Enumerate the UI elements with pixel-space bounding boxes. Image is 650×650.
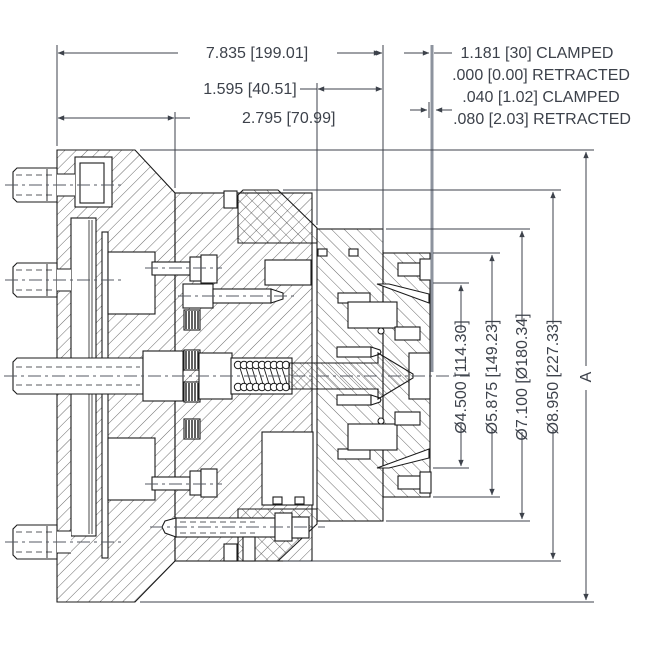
lower-pocket-bolt-shaft — [151, 476, 191, 491]
dim-dia-4500: Ø4.500 [114.30] — [453, 284, 470, 467]
dim-dia-8950: Ø8.950 [227.33] — [545, 191, 562, 560]
spacer-plate — [101, 231, 109, 559]
dim-face-gap: .040 [1.02] CLAMPED .080 [2.03] RETRACTE… — [410, 89, 631, 128]
bottom-bolt-washer — [291, 516, 310, 539]
centerlines — [4, 184, 470, 543]
face-clamped-text: .040 [1.02] CLAMPED — [462, 89, 619, 106]
dimensions: 7.835 [199.01] 1.595 [40.51] 2.795 [70.9… — [56, 45, 631, 603]
upper-collet-screw — [336, 346, 372, 358]
dim-stroke: 1.181 [30] CLAMPED .000 [0.00] RETRACTED — [367, 45, 630, 84]
stroke-retracted-text: .000 [0.00] RETRACTED — [452, 67, 630, 84]
lower-pivot-ball — [377, 417, 385, 425]
bottom-bolt — [161, 512, 310, 562]
dia-5875-text: Ø5.875 [149.23] — [484, 320, 501, 435]
dim-dia-5875: Ø5.875 [149.23] — [484, 254, 501, 496]
dim-rear: 2.795 [70.99] — [57, 110, 335, 127]
dia-8950-text: Ø8.950 [227.33] — [545, 320, 562, 435]
collet-upper — [336, 283, 430, 358]
dim-dia-A: A — [578, 151, 595, 601]
upper-pocket — [107, 251, 156, 315]
dim-overall: 7.835 [199.01] — [57, 45, 383, 62]
chuck-body-section — [12, 149, 432, 603]
lower-pocket-bolt-washer — [189, 470, 202, 496]
nose-bolts — [397, 258, 432, 494]
face-retracted-text: .080 [2.03] RETRACTED — [453, 111, 631, 128]
upper-pivot-ball — [377, 327, 385, 335]
upper-cone-gap — [376, 283, 430, 304]
dim-rear-text: 2.795 [70.99] — [242, 110, 335, 127]
lower-jaw — [347, 423, 398, 451]
upper-pocket-bolt-seat — [200, 254, 218, 284]
lower-cavity — [261, 431, 314, 506]
stroke-clamped-text: 1.181 [30] CLAMPED — [461, 45, 614, 62]
stud1-head — [79, 162, 105, 204]
joint-notch-bottom — [223, 543, 238, 562]
lower-collet-screw — [336, 394, 372, 406]
upper-pocket-bolt-washer — [189, 256, 202, 282]
dim-dia-7100: Ø7.100 [Ø180.34] — [514, 230, 531, 520]
bottom-bolt-shaft — [175, 517, 276, 538]
top-ring — [237, 189, 318, 244]
bottom-pin — [242, 536, 256, 562]
upper-pocket-bolt-shaft — [151, 261, 191, 276]
dim-front-text: 1.595 [40.51] — [203, 81, 296, 98]
dim-overall-text: 7.835 [199.01] — [206, 45, 308, 62]
dim-front: 1.595 [40.51] — [203, 81, 383, 98]
upper-jaw — [347, 301, 398, 329]
lower-pocket — [107, 437, 156, 501]
joint-notch-top — [223, 190, 238, 209]
collet-lower — [336, 394, 430, 469]
lower-pocket-bolt-seat — [200, 468, 218, 498]
dia-4500-text: Ø4.500 [114.30] — [453, 320, 470, 434]
o-rings — [272, 248, 359, 505]
thread-sections — [183, 309, 201, 440]
dia-7100-text: Ø7.100 [Ø180.34] — [514, 313, 531, 440]
upper-cavity — [264, 259, 312, 286]
lower-cone-gap — [376, 448, 430, 469]
dia-A-text: A — [578, 371, 595, 382]
coil-spring — [230, 357, 293, 395]
